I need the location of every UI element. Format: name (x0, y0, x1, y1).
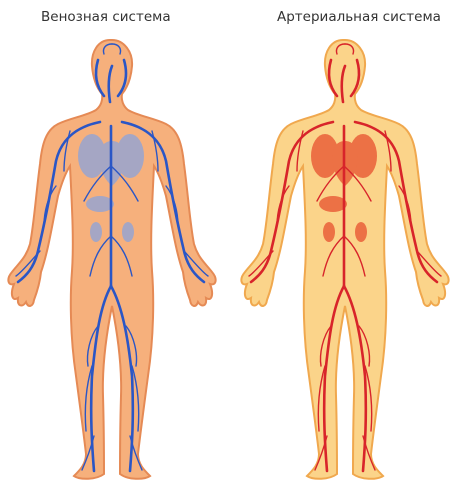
arterial-system-title: Артериальная система (277, 9, 441, 25)
kidney-left (122, 222, 134, 242)
kidney-left (355, 222, 367, 242)
venous-system-figure (0, 36, 235, 486)
kidney-right (323, 222, 335, 242)
kidney-right (90, 222, 102, 242)
arterial-system-figure (233, 36, 471, 486)
venous-system-title: Венозная система (41, 9, 171, 25)
